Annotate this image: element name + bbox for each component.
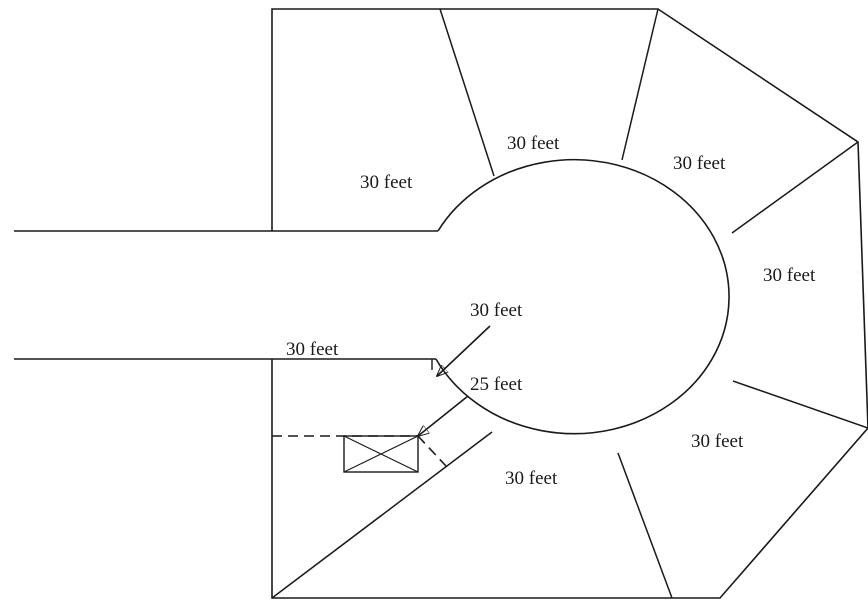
arrow-to-house [418, 395, 469, 436]
label-radius-to-circle: 30 feet [470, 300, 523, 321]
house-box [343, 435, 419, 473]
lot-line-top-1 [439, 8, 495, 177]
label-street-frontage: 30 feet [286, 339, 339, 360]
lot-line-bottom-2 [271, 431, 493, 599]
lot-line-top-2 [621, 8, 659, 161]
label-lot-bottom-middle: 30 feet [505, 468, 558, 489]
label-lot-right: 30 feet [763, 265, 816, 286]
label-lot-top-left: 30 feet [360, 172, 413, 193]
house-box-cross-2 [343, 435, 419, 473]
label-lot-top-middle: 30 feet [507, 133, 560, 154]
lot-line-right-2 [732, 380, 868, 429]
lot-line-bottom-1 [617, 452, 673, 599]
lot-line-right-1 [731, 141, 859, 234]
arrow-radius [437, 325, 491, 376]
setback-dashed-diagonal [417, 435, 447, 467]
cul-de-sac-circle [435, 158, 730, 435]
label-distance-to-house: 25 feet [470, 374, 523, 395]
label-lot-top-right: 30 feet [673, 153, 726, 174]
outer-boundary [271, 8, 868, 599]
label-lot-bottom-right: 30 feet [691, 431, 744, 452]
